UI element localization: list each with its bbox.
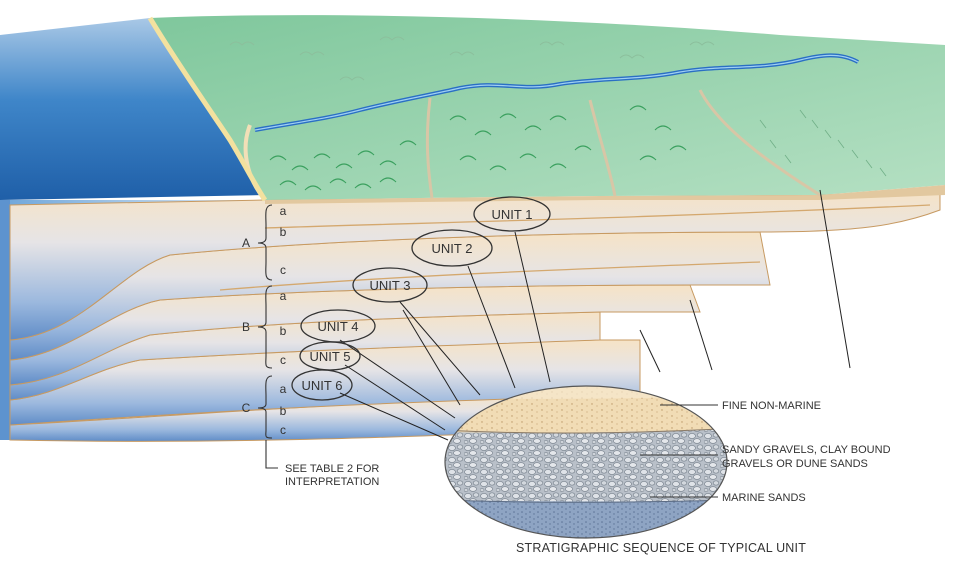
svg-text:UNIT 6: UNIT 6: [302, 378, 343, 393]
interpretation-note-line1: SEE TABLE 2 FOR: [285, 463, 379, 475]
layer-bottom-label: MARINE SANDS: [722, 492, 806, 504]
land-surface: [150, 15, 945, 204]
layer-middle-label-line2: GRAVELS OR DUNE SANDS: [722, 458, 868, 470]
subunit-c-c: c: [280, 423, 286, 437]
subunit-a-b: b: [280, 225, 287, 239]
svg-text:UNIT 5: UNIT 5: [310, 349, 351, 364]
group-c-letter: C: [242, 401, 251, 415]
group-b-letter: B: [242, 320, 250, 334]
interpretation-note-line2: INTERPRETATION: [285, 476, 379, 488]
subunit-a-c: c: [280, 263, 286, 277]
subunit-b-b: b: [280, 324, 287, 338]
subunit-a-a: a: [280, 204, 287, 218]
svg-text:UNIT 4: UNIT 4: [318, 319, 359, 334]
svg-text:UNIT 2: UNIT 2: [432, 241, 473, 256]
group-a-letter: A: [242, 236, 250, 250]
layer-top-label: FINE NON-MARINE: [722, 400, 821, 412]
svg-text:UNIT 3: UNIT 3: [370, 278, 411, 293]
layer-middle-label-line1: SANDY GRAVELS, CLAY BOUND: [722, 444, 891, 456]
subunit-c-b: b: [280, 404, 287, 418]
svg-text:UNIT 1: UNIT 1: [492, 207, 533, 222]
subunit-c-a: a: [280, 382, 287, 396]
figure-caption: STRATIGRAPHIC SEQUENCE OF TYPICAL UNIT: [516, 541, 806, 555]
subunit-b-c: c: [280, 353, 286, 367]
subunit-b-a: a: [280, 289, 287, 303]
